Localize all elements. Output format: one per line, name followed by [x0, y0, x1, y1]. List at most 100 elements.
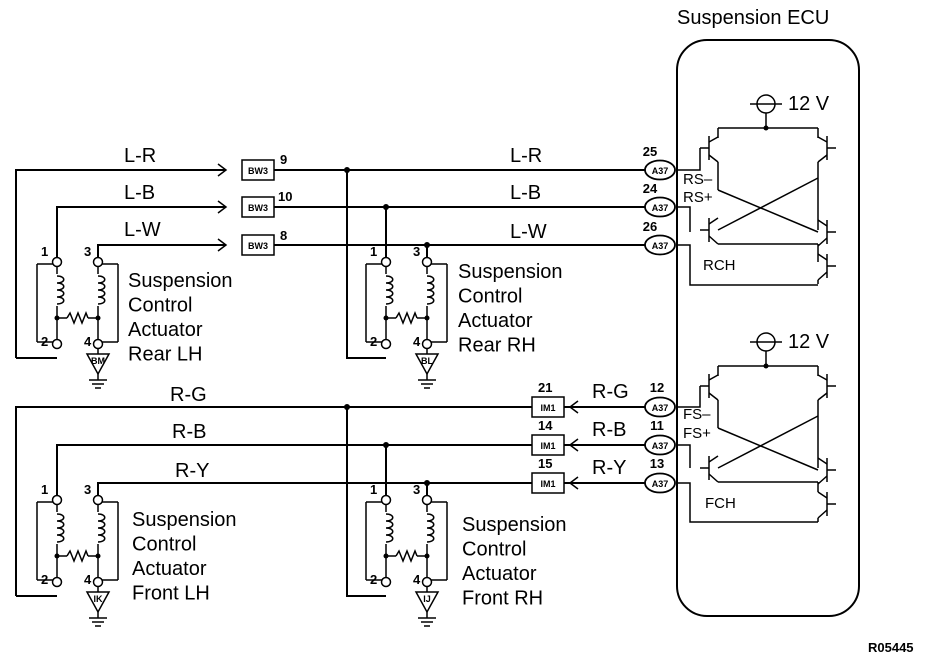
- actuator-pin-number: 4: [413, 334, 421, 349]
- actuator-label-line: Front RH: [462, 588, 543, 610]
- ecu-route-26: [676, 244, 818, 286]
- junction-im1-pin-15: IM1 15: [531, 456, 565, 494]
- ecu-connector-pin-26: A37 26: [643, 219, 676, 256]
- actuator-pin-number: 4: [84, 334, 92, 349]
- actuator-label-line: Actuator: [132, 558, 207, 580]
- wire-label-r-g: R-G: [170, 384, 207, 406]
- ecu-pin-fs-plus: FS+: [683, 425, 711, 442]
- wire-label-l-r: L-R: [124, 145, 156, 167]
- junction-pin-number: 10: [278, 189, 292, 204]
- actuator-label-line: Control: [458, 286, 522, 308]
- ground-point-label: BL: [421, 356, 433, 366]
- actuator-pin-number: 2: [41, 334, 48, 349]
- wire-label-l-r-ecu: L-R: [510, 145, 542, 167]
- junction-pin-number: 21: [538, 380, 552, 395]
- actuator-label-line: Control: [128, 295, 192, 317]
- wire-label-l-b-ecu: L-B: [510, 182, 541, 204]
- actuator-label-line: Suspension: [128, 270, 233, 292]
- junction-pin-number: 8: [280, 228, 287, 243]
- ecu-pin-number: 13: [650, 456, 664, 471]
- ecu-connector-pin-11: A37 11: [644, 418, 676, 456]
- junction-im1-pin-21: IM1 21: [531, 380, 565, 418]
- ecu-front-driver-circuit: 12 V: [700, 331, 836, 522]
- junction-pin-number: 14: [538, 418, 553, 433]
- ground-point-label: IK: [94, 594, 104, 604]
- wire-label-r-y: R-Y: [175, 460, 209, 482]
- ecu-connector-label: A37: [652, 403, 669, 413]
- actuator-label-line: Actuator: [128, 319, 203, 341]
- actuator-label-line: Control: [132, 534, 196, 556]
- junction-pin-number: 15: [538, 456, 552, 471]
- ecu-connector-label: A37: [652, 166, 669, 176]
- ecu-connector-label: A37: [652, 241, 669, 251]
- ecu-connector-pin-24: A37 24: [643, 181, 676, 218]
- junction-bw3-pin-10: BW3 10: [241, 189, 292, 218]
- wire-label-l-w-ecu: L-W: [510, 221, 547, 243]
- wire-label-r-g-ecu: R-G: [592, 381, 629, 403]
- ecu-front-supply-label: 12 V: [788, 331, 830, 353]
- actuator-pin-number: 3: [84, 482, 91, 497]
- junction-pin-number: 9: [280, 152, 287, 167]
- wire-label-l-b: L-B: [124, 182, 155, 204]
- junction-connector-label: BW3: [248, 203, 268, 213]
- actuator-label-line: Actuator: [462, 563, 537, 585]
- actuator-pin-number: 1: [41, 244, 48, 259]
- ecu-connector-pin-25: A37 25: [643, 144, 676, 181]
- junction-connector-label: IM1: [540, 403, 555, 413]
- ecu-route-24: [676, 206, 691, 232]
- ecu-connector-pin-12: A37 12: [644, 380, 676, 418]
- actuator-pin-number: 3: [413, 482, 420, 497]
- ground-point-label: BM: [91, 356, 105, 366]
- actuator-label-line: Suspension: [132, 509, 237, 531]
- actuator-pin-number: 1: [370, 244, 377, 259]
- actuator-pin-number: 2: [41, 572, 48, 587]
- actuator-pin-number: 3: [413, 244, 420, 259]
- actuator-label-line: Rear RH: [458, 335, 536, 357]
- wire-label-l-w: L-W: [124, 219, 161, 241]
- front-wiring: [15, 400, 645, 597]
- actuator-pin-number: 4: [84, 572, 92, 587]
- rear-wiring: [15, 163, 645, 359]
- junction-connector-label: IM1: [540, 479, 555, 489]
- junction-bw3-pin-9: BW3 9: [241, 152, 287, 181]
- ground-point-label: IJ: [423, 594, 431, 604]
- ecu-pin-number: 11: [650, 418, 664, 433]
- actuator-label-line: Suspension: [458, 261, 563, 283]
- ecu-connector-label: A37: [652, 203, 669, 213]
- actuator-label-line: Control: [462, 539, 526, 561]
- ecu-connector-label: A37: [652, 479, 669, 489]
- ecu-box: [676, 39, 860, 617]
- ecu-route-13: [676, 482, 818, 523]
- ecu-pin-rs-plus: RS+: [683, 189, 713, 206]
- actuator-pin-number: 2: [370, 572, 377, 587]
- wire-label-r-b-ecu: R-B: [592, 419, 626, 441]
- ecu-pin-rs-minus: RS–: [683, 171, 713, 188]
- actuator-label-line: Actuator: [458, 310, 533, 332]
- ecu-pin-number: 25: [643, 144, 657, 159]
- ecu-pin-number: 26: [643, 219, 657, 234]
- junction-bw3-pin-8: BW3 8: [241, 228, 287, 256]
- actuator-label-line: Rear LH: [128, 344, 202, 366]
- ecu-pin-fch: FCH: [705, 495, 736, 512]
- ecu-connector-label: A37: [652, 441, 669, 451]
- wire-label-r-b: R-B: [172, 421, 206, 443]
- actuator-label-line: Front LH: [132, 583, 210, 605]
- ecu-pin-fs-minus: FS–: [683, 406, 711, 423]
- ecu-rear-driver-circuit: 12 V: [700, 93, 836, 284]
- actuator-pin-number: 3: [84, 244, 91, 259]
- wire-label-r-y-ecu: R-Y: [592, 457, 626, 479]
- ecu-pin-rch: RCH: [703, 257, 736, 274]
- actuator-pin-number: 4: [413, 572, 421, 587]
- ecu-pin-number: 24: [643, 181, 658, 196]
- junction-connector-label: BW3: [248, 166, 268, 176]
- actuator-pin-number: 1: [370, 482, 377, 497]
- ecu-pin-number: 12: [650, 380, 664, 395]
- actuator-pin-number: 1: [41, 482, 48, 497]
- ecu-route-12: [676, 386, 701, 408]
- ecu-route-25: [676, 148, 701, 171]
- actuator-label-line: Suspension: [462, 514, 567, 536]
- junction-connector-label: BW3: [248, 241, 268, 251]
